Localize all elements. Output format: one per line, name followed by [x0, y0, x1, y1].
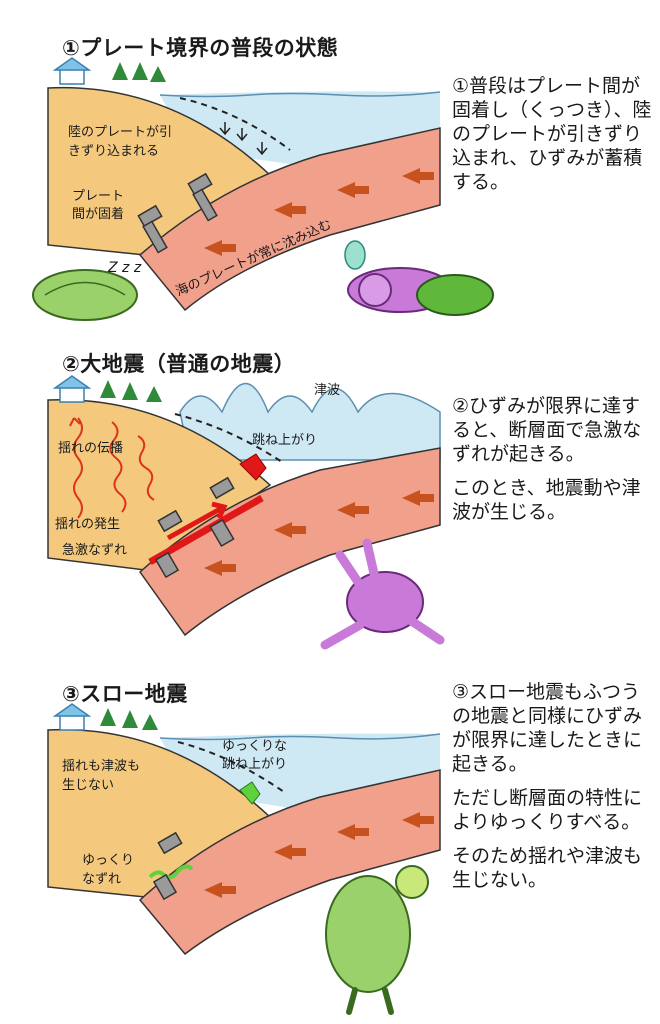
panel-title: ③スロー地震 [62, 682, 188, 706]
desc-paragraph: ①普段はプレート間が固着し（くっつき）、陸のプレートが引きずり込まれ、ひずみが蓄… [452, 75, 652, 193]
panel-description: ①普段はプレート間が固着し（くっつき）、陸のプレートが引きずり込まれ、ひずみが蓄… [452, 74, 652, 204]
sea-surface [159, 733, 441, 741]
label-slow-slip-2: なずれ [82, 872, 121, 887]
panel-slow-earthquake: ③スロー地震 ゆっくりな [0, 672, 660, 1024]
ocean-plate [139, 447, 441, 637]
desc-paragraph: このとき、地震動や津波が生じる。 [452, 477, 641, 523]
turtle-icon [325, 865, 429, 1015]
tsunami-waves [179, 382, 441, 461]
plate-motion-arrows [204, 812, 434, 898]
label-locked: プレート [72, 189, 124, 204]
land-plate [47, 398, 272, 571]
bolt-icon [152, 831, 183, 901]
plate-motion-arrows [204, 168, 434, 256]
desc-paragraph: そのため揺れや津波も生じない。 [452, 845, 643, 891]
plate-diagram: 津波 跳ね上がり 揺れの伝播 揺れの発生 急激なずれ [47, 375, 445, 650]
house-icon [52, 57, 92, 85]
label-slow-slip: ゆっくり [82, 853, 134, 868]
original-surface-dashed [174, 413, 283, 463]
subsidence-arrows [219, 122, 268, 156]
label-locked-2: 間が固着 [72, 206, 124, 222]
rabbit-icon [344, 240, 494, 316]
bolt-icon [137, 172, 218, 254]
label-generation: 揺れの発生 [55, 517, 120, 532]
ocean-plate [138, 127, 441, 312]
slow-slip-wave [148, 864, 194, 880]
house-icon [52, 375, 92, 403]
label-land-dragged-2: きずり込まれる [68, 144, 159, 159]
turtle-icon [32, 269, 138, 321]
label-no-shaking-2: 生じない [62, 778, 114, 793]
tree-icon [100, 708, 158, 730]
slip-arrow [166, 501, 228, 541]
label-slow-rebound-2: 跳ね上がり [222, 757, 287, 772]
label-sudden-slip: 急激なずれ [62, 543, 127, 558]
original-surface-dashed [177, 741, 285, 793]
panel-description: ②ひずみが限界に達すると、断層面で急激なずれが起きる。 このとき、地震動や津波が… [452, 394, 652, 534]
tree-icon [100, 380, 162, 402]
panel-description: ③スロー地震もふつうの地震と同様にひずみが限界に達したときに起きる。 ただし断層… [452, 680, 652, 902]
plate-motion-arrows [204, 490, 434, 576]
bolt-icon [154, 476, 235, 579]
label-land-dragged: 陸のプレートが引 [68, 124, 172, 140]
label-rebound: 跳ね上がり [252, 433, 317, 448]
panel-great-earthquake: ②大地震（普通の地震） [0, 340, 660, 670]
slow-rebound-arrow [239, 781, 261, 805]
label-no-shaking: 揺れも津波も [62, 759, 140, 774]
plate-diagram: Z z z 陸のプレートが引 きずり込まれる プレート 間が固着 海のプレートが… [32, 57, 494, 321]
original-surface-dashed [179, 97, 291, 151]
panel-title: ①プレート境界の普段の状態 [62, 36, 339, 60]
rabbit-icon [320, 538, 445, 650]
ocean-plate [138, 769, 441, 956]
rebound-arrow [239, 453, 267, 481]
label-propagation: 揺れの伝播 [58, 441, 123, 456]
tree-icon [112, 62, 166, 82]
slip-line [148, 494, 264, 566]
desc-paragraph: ③スロー地震もふつうの地震と同様にひずみが限界に達したときに起きる。 [452, 681, 643, 775]
sea-surface [159, 91, 441, 98]
plate-diagram: ゆっくりな 跳ね上がり 揺れも津波も 生じない ゆっくり なずれ [47, 703, 441, 1015]
label-tsunami: 津波 [314, 383, 340, 398]
desc-paragraph: ②ひずみが限界に達すると、断層面で急激なずれが起きる。 [452, 395, 642, 465]
house-icon [52, 703, 92, 731]
shaking-wave-icon [69, 417, 155, 519]
sleep-text: Z z z [107, 260, 142, 276]
label-slow-rebound: ゆっくりな [222, 739, 287, 754]
panel-title: ②大地震（普通の地震） [62, 352, 296, 376]
panel-normal-state: ①プレート境界の普段の状態 [0, 0, 660, 335]
desc-paragraph: ただし断層面の特性によりゆっくりすべる。 [452, 787, 643, 833]
